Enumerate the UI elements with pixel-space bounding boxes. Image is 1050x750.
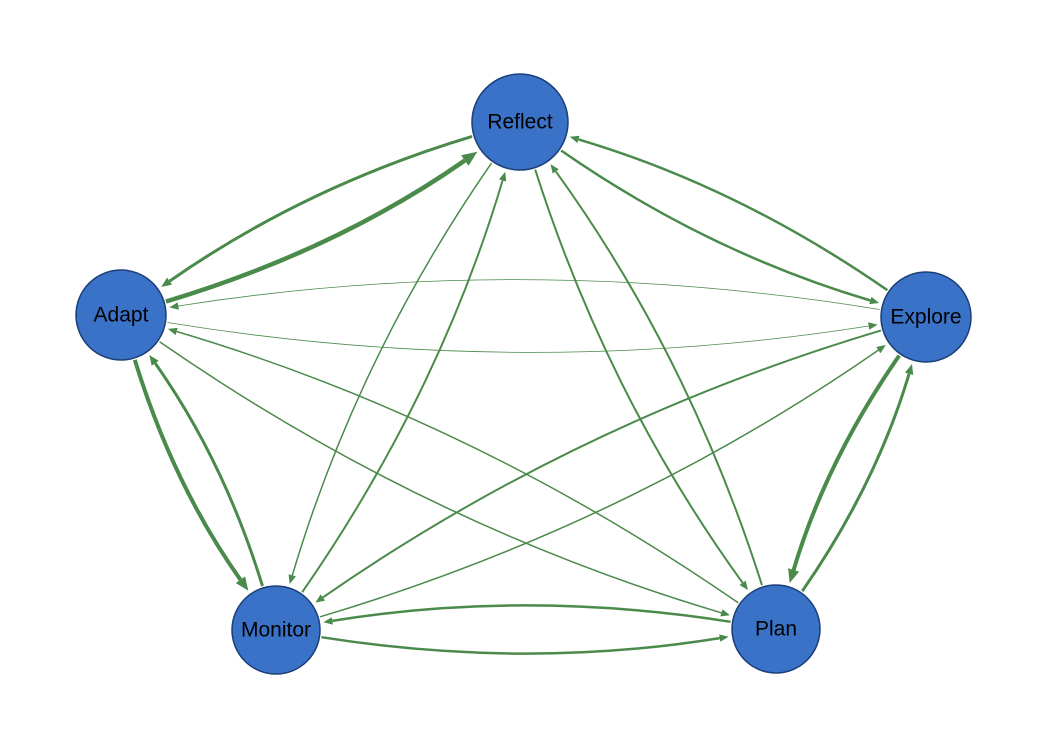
edge-reflect-to-explore (560, 149, 871, 302)
edge-monitor-to-reflect (301, 180, 504, 593)
arrowhead-adapt-to-explore (868, 322, 878, 330)
arrowhead-monitor-to-plan (719, 634, 729, 642)
arrowhead-explore-to-reflect (569, 135, 580, 143)
arrowhead-reflect-to-explore (869, 296, 879, 305)
edge-reflect-to-adapt (168, 134, 473, 283)
arrowhead-explore-to-adapt (169, 302, 179, 310)
edge-explore-to-adapt (178, 279, 880, 310)
arrowhead-adapt-to-plan (720, 609, 730, 617)
edge-adapt-to-explore (167, 322, 869, 353)
arrowhead-adapt-to-reflect (461, 151, 478, 166)
node-circle-reflect (471, 73, 569, 171)
edge-plan-to-adapt (176, 330, 739, 604)
edge-reflect-to-plan (534, 169, 744, 584)
edge-adapt-to-monitor (132, 359, 243, 581)
arrowhead-plan-to-monitor (323, 617, 333, 625)
edge-monitor-to-adapt (153, 362, 264, 587)
edge-plan-to-explore (800, 373, 911, 593)
edge-explore-to-monitor (322, 329, 882, 599)
node-explore: Explore (880, 271, 972, 363)
edge-layer (132, 134, 914, 655)
arrowhead-plan-to-explore (905, 364, 914, 375)
edge-plan-to-reflect (554, 170, 763, 586)
arrowhead-explore-to-monitor (315, 594, 325, 603)
arrowhead-monitor-to-adapt (149, 355, 159, 366)
arrowhead-monitor-to-reflect (499, 171, 507, 182)
node-adapt: Adapt (75, 269, 167, 361)
node-circle-adapt (75, 269, 167, 361)
arrowhead-monitor-to-explore (876, 345, 886, 354)
node-circle-monitor (231, 585, 321, 675)
node-monitor: Monitor (231, 585, 321, 675)
edge-adapt-to-reflect (165, 158, 467, 304)
arrowhead-adapt-to-monitor (235, 576, 249, 591)
node-circle-plan (731, 584, 821, 674)
arrowhead-explore-to-plan (788, 568, 800, 583)
edge-explore-to-reflect (578, 138, 889, 292)
arrowhead-plan-to-adapt (168, 327, 178, 336)
arrowhead-plan-to-reflect (550, 164, 559, 174)
node-circle-explore (880, 271, 972, 363)
arrowhead-reflect-to-plan (739, 580, 748, 591)
edge-adapt-to-plan (159, 341, 722, 614)
edge-monitor-to-plan (321, 635, 720, 655)
edge-explore-to-plan (791, 354, 901, 571)
node-reflect: Reflect (471, 73, 569, 171)
edge-reflect-to-monitor (291, 162, 493, 576)
arrowhead-reflect-to-adapt (161, 277, 172, 287)
arrowhead-reflect-to-monitor (288, 574, 296, 584)
edge-plan-to-monitor (332, 604, 731, 624)
edge-monitor-to-explore (319, 349, 879, 618)
node-plan: Plan (731, 584, 821, 674)
